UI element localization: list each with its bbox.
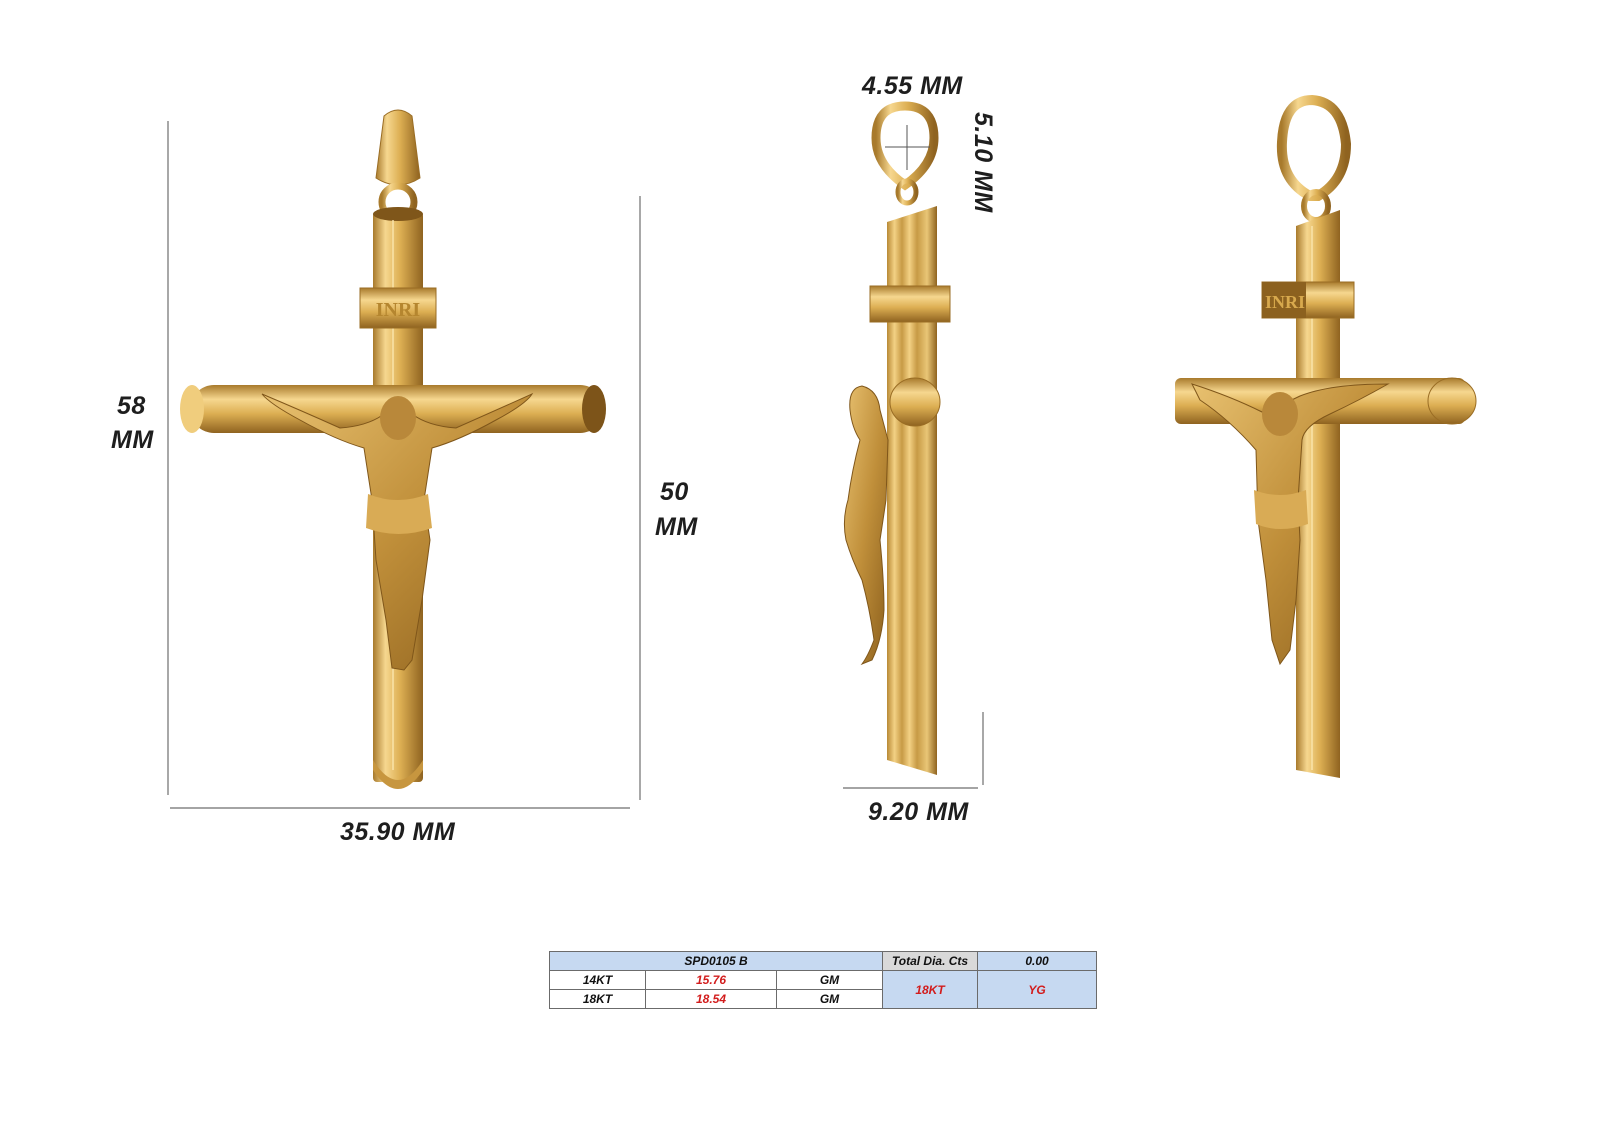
front-inner-height-unit: MM bbox=[655, 513, 698, 541]
weight-cell: 15.76 bbox=[645, 970, 777, 990]
spec-table: SPD0105 B Total Dia. Cts 0.00 14KT 15.76… bbox=[549, 951, 1097, 1009]
front-view-crucifix: INRI bbox=[180, 109, 606, 789]
front-height-unit: MM bbox=[111, 426, 154, 454]
karat-cell: 14KT bbox=[549, 970, 646, 990]
unit-cell: GM bbox=[776, 989, 883, 1009]
metal-color: YG bbox=[977, 970, 1097, 1009]
metal-karat: 18KT bbox=[882, 970, 978, 1009]
total-dia-value: 0.00 bbox=[977, 951, 1097, 971]
table-row: 18KT 18.54 GM bbox=[549, 989, 1097, 1009]
side-dimension-lines bbox=[843, 712, 984, 789]
front-height-value: 58 bbox=[117, 392, 146, 420]
side-depth-label: 9.20 MM bbox=[868, 798, 969, 826]
angled-inri-plaque: INRI bbox=[1265, 292, 1305, 312]
unit-cell: GM bbox=[776, 970, 883, 990]
product-code: SPD0105 B bbox=[549, 951, 883, 971]
side-view-crucifix bbox=[843, 101, 951, 775]
karat-cell: 18KT bbox=[549, 989, 646, 1009]
total-dia-label: Total Dia. Cts bbox=[882, 951, 978, 971]
front-inner-height-value: 50 bbox=[660, 478, 689, 506]
front-dimension-lines bbox=[167, 121, 641, 809]
bail-height-label: 5.10 MM bbox=[969, 112, 997, 213]
weight-cell: 18.54 bbox=[645, 989, 777, 1009]
front-inri-plaque: INRI bbox=[376, 299, 421, 321]
front-width-label: 35.90 MM bbox=[340, 818, 456, 846]
table-row: 14KT 15.76 GM 18KT YG bbox=[549, 970, 1097, 1009]
angled-view-crucifix: INRI bbox=[1175, 94, 1477, 778]
bail-width-label: 4.55 MM bbox=[862, 72, 963, 100]
